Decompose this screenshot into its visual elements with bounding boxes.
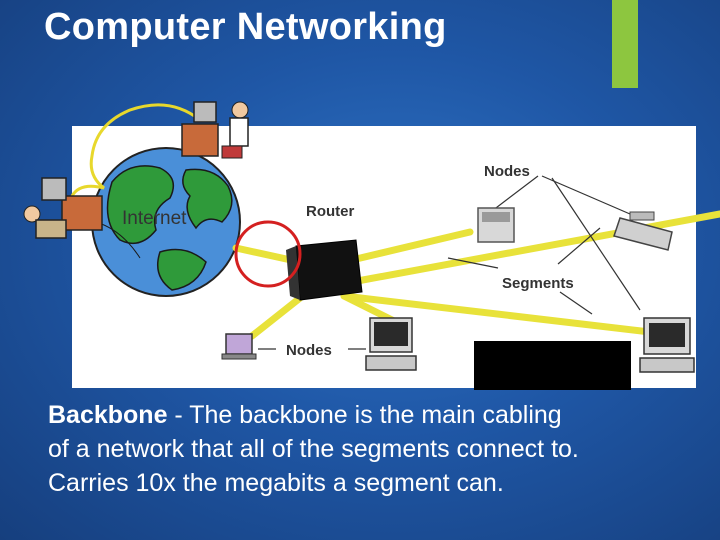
printer-icon	[613, 211, 673, 251]
nodes-bottom-label: Nodes	[286, 342, 332, 359]
slide-title: Computer Networking	[44, 6, 447, 48]
body-line-3: Carries 10x the megabits a segment can.	[48, 469, 504, 497]
segments-label: Segments	[502, 275, 574, 292]
nodes-top-label: Nodes	[484, 163, 530, 180]
body-text: Backbone - The backbone is the main cabl…	[48, 398, 708, 500]
user-at-computer-icon	[23, 177, 103, 239]
laptop-icon	[221, 333, 257, 360]
router-label: Router	[306, 203, 354, 220]
user-at-computer-icon	[181, 101, 249, 159]
backbone-term: Backbone	[48, 401, 168, 429]
body-line-1: - The backbone is the main cabling	[167, 401, 562, 429]
accent-bar	[612, 0, 638, 88]
globe-icon	[91, 147, 241, 297]
black-box	[474, 341, 631, 390]
monitor-icon	[365, 317, 417, 371]
monitor-icon	[639, 317, 695, 373]
body-line-2: of a network that all of the segments co…	[48, 435, 579, 463]
computer-icon	[477, 207, 515, 243]
internet-label: Internet	[122, 208, 187, 229]
highlight-circle	[234, 220, 302, 288]
